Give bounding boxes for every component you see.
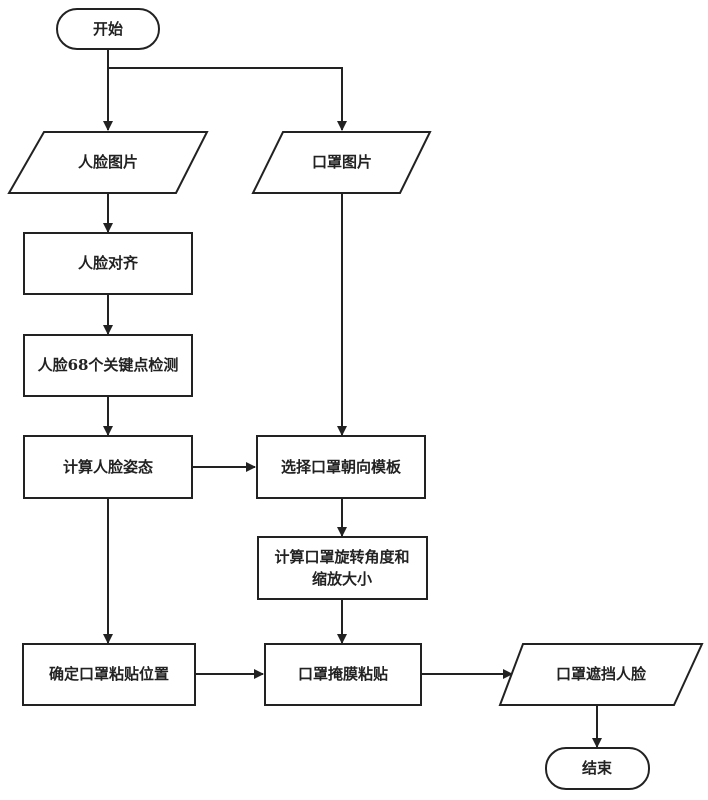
node-label: 人脸图片 xyxy=(78,153,138,171)
edge-start-mask-image xyxy=(108,67,347,131)
node-label-line1: 计算口罩旋转角度和 xyxy=(274,548,409,566)
node-label: 口罩遮挡人脸 xyxy=(556,665,647,683)
process-shape xyxy=(23,334,193,397)
process-shape xyxy=(23,232,193,295)
node-label: 选择口罩朝向模板 xyxy=(281,458,402,476)
node-label: 结束 xyxy=(582,759,613,777)
node-label-line2: 缩放大小 xyxy=(312,570,372,588)
process-shape xyxy=(22,643,196,706)
terminator-shape xyxy=(56,8,160,50)
node-masked-face: 口罩遮挡人脸 xyxy=(498,643,704,706)
node-label: 确定口罩粘贴位置 xyxy=(49,665,169,683)
node-end: 结束 xyxy=(545,747,650,790)
terminator-shape xyxy=(545,747,650,790)
connectors xyxy=(103,48,602,748)
data-shape xyxy=(7,131,209,194)
node-calc-rotation: 计算口罩旋转角度和 缩放大小 xyxy=(257,536,428,600)
process-shape xyxy=(257,536,428,600)
node-select-template: 选择口罩朝向模板 xyxy=(256,435,426,499)
node-face-align: 人脸对齐 xyxy=(23,232,193,295)
process-shape xyxy=(264,643,422,706)
node-face-landmarks: 人脸68个关键点检测 xyxy=(23,334,193,397)
data-shape xyxy=(498,643,704,706)
node-start: 开始 xyxy=(56,8,160,50)
node-mask-image: 口罩图片 xyxy=(251,131,432,194)
process-shape xyxy=(256,435,426,499)
node-label: 口罩掩膜粘贴 xyxy=(298,665,388,683)
node-label: 人脸68个关键点检测 xyxy=(38,356,179,374)
node-mask-paste: 口罩掩膜粘贴 xyxy=(264,643,422,706)
node-face-image: 人脸图片 xyxy=(7,131,209,194)
node-label: 计算人脸姿态 xyxy=(63,458,153,476)
process-shape xyxy=(23,435,193,499)
node-face-pose: 计算人脸姿态 xyxy=(23,435,193,499)
node-paste-position: 确定口罩粘贴位置 xyxy=(22,643,196,706)
node-label: 开始 xyxy=(93,20,123,38)
node-label: 人脸对齐 xyxy=(78,254,139,272)
data-shape xyxy=(251,131,432,194)
node-label: 口罩图片 xyxy=(312,153,372,171)
